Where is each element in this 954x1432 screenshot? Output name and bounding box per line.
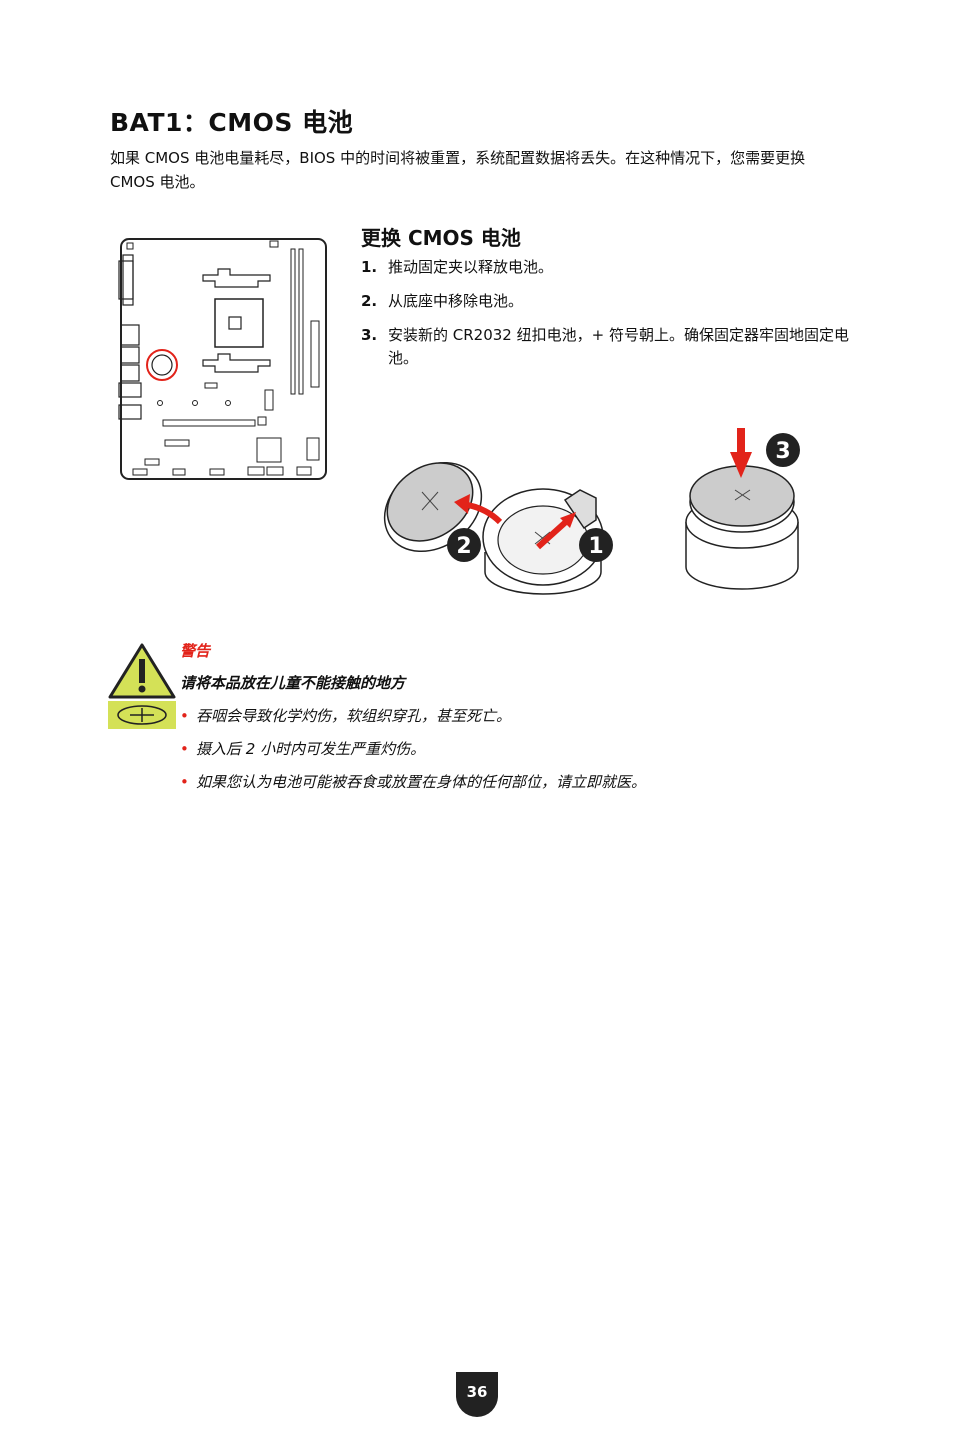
warning-label: 警告 [180,642,211,660]
step-badge-1: 1 [588,534,603,559]
step-number: 1. [361,258,378,276]
warning-item: 如果您认为电池可能被吞食或放置在身体的任何部位，请立即就医。 [180,771,646,804]
step-badge-3: 3 [775,439,790,464]
warning-heading: 请将本品放在儿童不能接触的地方 [180,674,406,692]
step-item: 3. 安装新的 CR2032 纽扣电池，+ 符号朝上。确保固定器牢固地固定电池。 [361,324,861,370]
steps-list: 1. 推动固定夹以释放电池。 2. 从底座中移除电池。 3. 安装新的 CR2032 … [361,256,861,381]
step-item: 1. 推动固定夹以释放电池。 [361,256,861,279]
page-title: BAT1：CMOS 电池 [110,108,354,137]
step-number: 3. [361,326,378,344]
step-text: 安装新的 CR2032 纽扣电池，+ 符号朝上。确保固定器牢固地固定电池。 [388,326,849,367]
step-text: 从底座中移除电池。 [388,292,524,310]
warning-list: 吞咽会导致化学灼伤，软组织穿孔，甚至死亡。 摄入后 2 小时内可发生严重灼伤。 … [180,705,646,804]
page-number-badge [456,1372,498,1417]
warning-item: 吞咽会导致化学灼伤，软组织穿孔，甚至死亡。 [180,705,646,738]
section-title: 更换 CMOS 电池 [361,226,521,250]
step-item: 2. 从底座中移除电池。 [361,290,861,313]
warning-icon [108,643,176,729]
step-text: 推动固定夹以释放电池。 [388,258,554,276]
removed-battery [383,461,483,553]
installed-battery [685,465,799,590]
step-number: 2. [361,292,378,310]
battery-replacement-illustration: 2 1 3 [383,428,800,595]
intro-text: 如果 CMOS 电池电量耗尽，BIOS 中的时间将被重置，系统配置数据将丢失。在… [110,149,806,191]
step-badge-2: 2 [456,534,471,559]
warning-item: 摄入后 2 小时内可发生严重灼伤。 [180,738,646,771]
page-number: 36 [466,1383,488,1401]
motherboard-diagram [118,238,327,480]
battery-holder [482,488,604,595]
